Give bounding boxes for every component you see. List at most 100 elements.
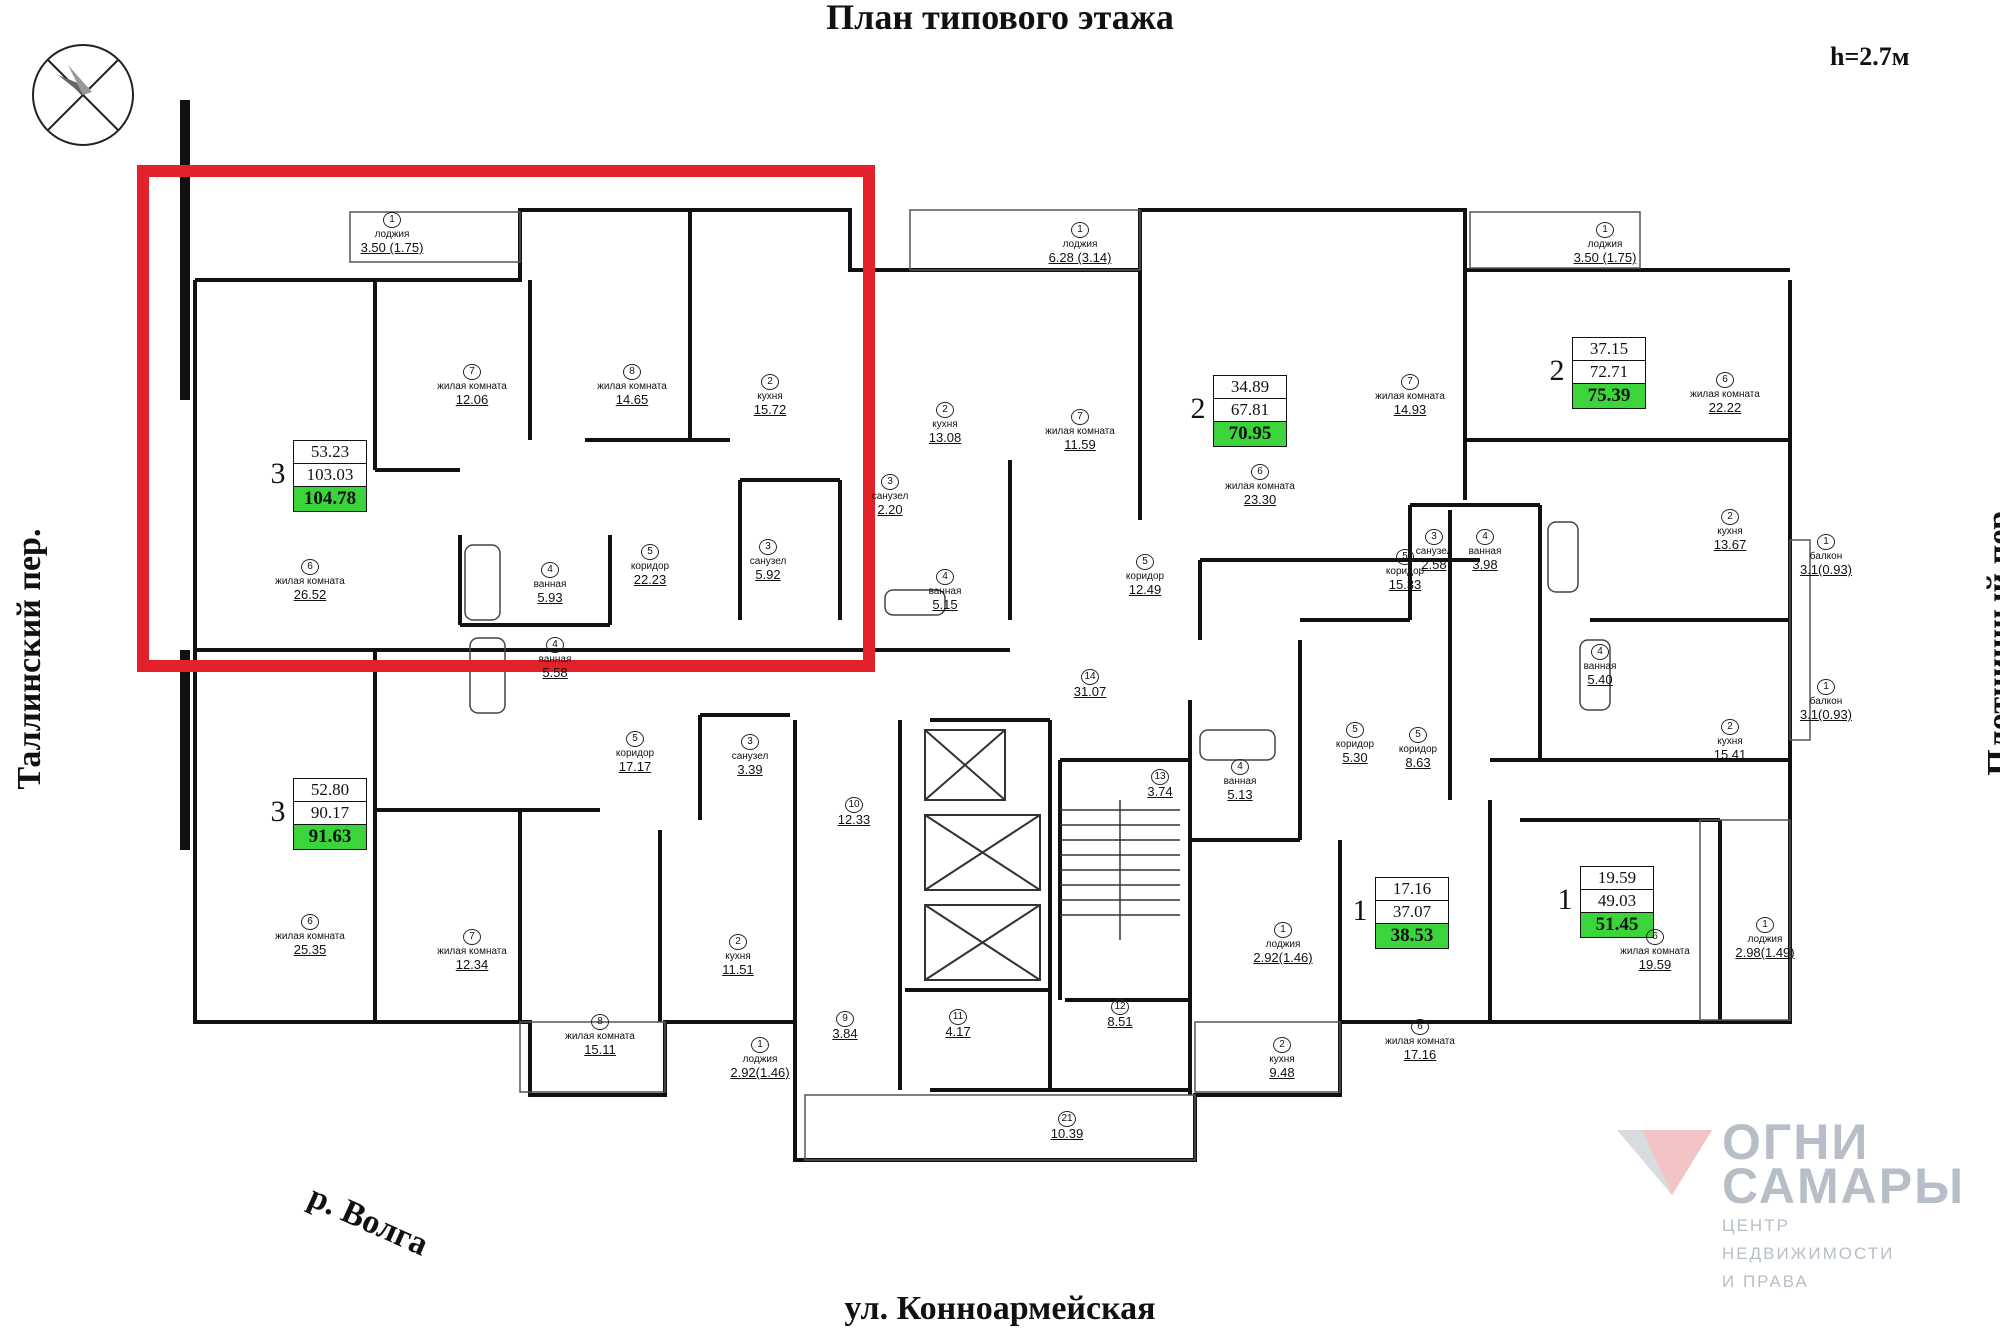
room-area: 17.17 — [618, 759, 652, 774]
room-number: 2 — [1273, 1037, 1291, 1053]
room-area: 11.51 — [722, 962, 754, 977]
selected-apartment-frame — [137, 165, 875, 672]
room-area: 19.59 — [1638, 957, 1672, 972]
logo-sub-1: ЦЕНТР — [1722, 1216, 1790, 1235]
room-area: 5.58 — [542, 665, 568, 680]
room-number: 2 — [1721, 719, 1739, 735]
compass-icon — [32, 44, 134, 146]
room-name: лоджия — [1062, 239, 1098, 250]
room-number: 1 — [1274, 922, 1292, 938]
room-number: 2 — [761, 374, 779, 390]
room-area: 13.67 — [1713, 537, 1747, 552]
logo-mark-icon — [1617, 1130, 1712, 1195]
room-name: жилая комната — [597, 381, 667, 392]
room-number: 1 — [1071, 222, 1089, 238]
street-bottom: ул. Конноармейская — [844, 1290, 1156, 1327]
room-name: ванная — [928, 586, 962, 597]
room-number: 14 — [1081, 669, 1099, 685]
room-area: 15.72 — [753, 402, 787, 417]
room-area: 12.33 — [837, 812, 871, 827]
room-name: ванная — [533, 579, 567, 590]
room-name: лоджия — [742, 1054, 778, 1065]
room-area: 14.65 — [615, 392, 649, 407]
room-number: 3 — [881, 474, 899, 490]
room-number: 5 — [1346, 722, 1364, 738]
room-area: 3.98 — [1472, 557, 1498, 572]
room-number: 6 — [1251, 464, 1269, 480]
room-name: жилая комната — [1620, 946, 1690, 957]
room-name: жилая комната — [1225, 481, 1295, 492]
room-number: 4 — [546, 637, 564, 653]
room-number: 4 — [1591, 644, 1609, 660]
room-number: 9 — [836, 1011, 854, 1027]
room-name: балкон — [1809, 551, 1843, 562]
room-area: 2.58 — [1421, 557, 1447, 572]
room-name: коридор — [615, 748, 655, 759]
room-number: 4 — [541, 562, 559, 578]
room-area: 3.1(0.93) — [1799, 707, 1853, 722]
room-area: 2.98(1.49) — [1735, 945, 1795, 960]
room-name: ванная — [1583, 661, 1617, 672]
room-number: 7 — [1401, 374, 1419, 390]
room-name: санузел — [749, 556, 787, 567]
logo-name-1: ОГНИ — [1722, 1114, 1870, 1170]
room-name: ванная — [1223, 776, 1257, 787]
room-number: 4 — [1231, 759, 1249, 775]
room-area: 3.74 — [1147, 784, 1173, 799]
room-name: ванная — [538, 654, 572, 665]
room-name: жилая комната — [437, 946, 507, 957]
ceiling-height: h=2.7м — [1830, 42, 1910, 71]
room-area: 15.41 — [1713, 747, 1747, 762]
room-name: коридор — [1335, 739, 1375, 750]
room-number: 1 — [383, 212, 401, 228]
room-area: 17.16 — [1403, 1047, 1437, 1062]
room-area: 31.07 — [1073, 684, 1107, 699]
room-area: 22.23 — [633, 572, 667, 587]
room-area: 5.13 — [1227, 787, 1253, 802]
logo: ОГНИ САМАРЫ ЦЕНТР НЕДВИЖИМОСТИ И ПРАВА — [1612, 1114, 1965, 1292]
logo-sub-2: НЕДВИЖИМОСТИ — [1722, 1244, 1895, 1263]
room-name: жилая комната — [565, 1031, 635, 1042]
room-number: 1 — [1817, 534, 1835, 550]
room-area: 3.50 (1.75) — [360, 240, 424, 255]
room-name: жилая комната — [275, 576, 345, 587]
room-area: 3.1(0.93) — [1799, 562, 1853, 577]
room-area: 6.28 (3.14) — [1048, 250, 1112, 265]
room-number: 4 — [1476, 529, 1494, 545]
room-number: 6 — [301, 559, 319, 575]
room-number: 12 — [1111, 999, 1129, 1015]
room-name: санузел — [1415, 546, 1453, 557]
room-area: 13.08 — [928, 430, 962, 445]
room-area: 2.20 — [877, 502, 903, 517]
room-name: жилая комната — [437, 381, 507, 392]
room-area: 4.17 — [945, 1024, 971, 1039]
room-area: 15.33 — [1388, 577, 1422, 592]
room-number: 1 — [751, 1037, 769, 1053]
room-number: 7 — [463, 929, 481, 945]
room-area: 12.06 — [455, 392, 489, 407]
room-number: 10 — [845, 797, 863, 813]
